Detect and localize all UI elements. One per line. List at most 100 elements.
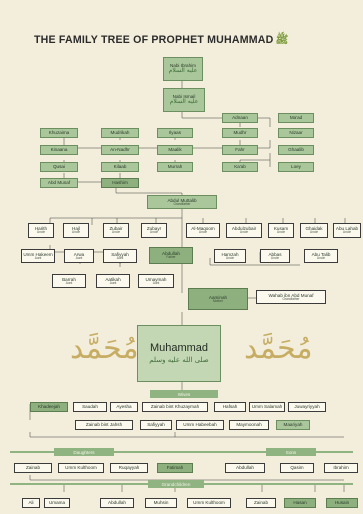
node-label: Safiyyah <box>111 251 129 257</box>
node-wife: Maariyah <box>276 420 310 430</box>
node-mudhr: Mudhr <box>222 128 258 138</box>
calligraphy-right: مُحَمَّد <box>244 331 313 366</box>
band-daughters-sons <box>10 451 353 453</box>
node-mudrikah: Mudrikah <box>101 128 139 138</box>
node-role: Aunt <box>109 280 117 285</box>
node-label: Khadeejah <box>38 404 60 410</box>
node-label: Ilyaas <box>168 130 181 136</box>
node-label: Umm Hakeem <box>23 251 53 257</box>
node-wife: Juwayriyyah <box>288 402 326 412</box>
node-label: Zainab <box>253 500 269 506</box>
node-daughter: Ruqayyah <box>110 463 148 473</box>
node-role: Uncle <box>36 230 46 235</box>
node-son: Ibrahim <box>324 463 358 473</box>
node-label: Mudrikah <box>110 130 130 136</box>
node-label: Abd Munaf <box>47 180 71 186</box>
node-ilyaas: Ilyaas <box>157 128 193 138</box>
node-wife: Khadeejah <box>30 402 68 412</box>
node-label: Nizaar <box>289 130 303 136</box>
node-wife: Umm Habeebah <box>176 420 224 430</box>
node-maalik: Maalik <box>157 145 193 155</box>
node-grandchild: Husain <box>326 498 358 508</box>
node-label: Ghaidak <box>305 226 323 232</box>
node-role: Grandfather <box>173 201 191 206</box>
node-abd-munaf: Abd Munaf <box>40 178 78 188</box>
node-murrah: Murrah <box>157 162 193 172</box>
node-label: Zainab bint Khuzaymah <box>150 404 200 410</box>
node-son: Qasim <box>280 463 314 473</box>
node-role: Aunt <box>75 255 83 260</box>
node-qusai: Qusai <box>40 162 78 172</box>
node-wife: Hafsah <box>214 402 246 412</box>
node-role: Aunt <box>34 255 42 260</box>
node-role: Uncle <box>270 255 280 260</box>
node-adnaan: Adnaan <box>222 113 258 123</box>
node-role: Uncle <box>225 255 235 260</box>
node-label: Kinaana <box>50 147 68 153</box>
node-label: Ruqayyah <box>118 465 140 471</box>
node-abdul-muttalib: Abdul Muttalib Grandfather <box>147 195 217 209</box>
band-label-grandchildren: Grandchildren <box>148 480 204 488</box>
honorific-glyph: ﷺ <box>275 34 289 46</box>
node-daughter: Umm Kulthoom <box>58 463 104 473</box>
node-grandchild: Ali <box>22 498 40 508</box>
node-role: Uncle <box>309 230 319 235</box>
node-label: An-Nadhr <box>110 147 130 153</box>
node-label: Kusam <box>273 226 289 232</box>
node-grandchild: Muhsin <box>145 498 177 508</box>
node-label: Zubair <box>109 226 123 232</box>
node-label: Aatikah <box>105 276 121 282</box>
node-label: Abdullah <box>162 251 180 257</box>
node-label: Muhsin <box>153 500 169 506</box>
node-label: Nabi Ismail <box>172 94 196 100</box>
node-label: Wahab ibn Abd Munaf <box>268 292 314 298</box>
node-daughter: Zainab <box>14 463 52 473</box>
node-wife: Zainab bint Khuzaymah <box>142 402 208 412</box>
node-wife: Umm Salamah <box>249 402 285 412</box>
node-label: Qasim <box>290 465 304 471</box>
node-label: Hashim <box>112 180 128 186</box>
node-label: Khuzaima <box>48 130 70 136</box>
node-label: Hasan <box>293 500 307 506</box>
node-label: Hamzah <box>221 251 239 257</box>
node-label: Abdullah <box>236 465 254 471</box>
node-label: Ayesha <box>116 404 132 410</box>
node-nabi-ismail: Nabi Ismail عليه السلام <box>163 88 205 112</box>
node-label: Qusai <box>52 164 65 170</box>
node-label: Umaymah <box>145 276 167 282</box>
node-label: Muhammad <box>149 342 209 355</box>
node-label: Umama <box>48 500 66 506</box>
node-role: Uncle <box>342 230 352 235</box>
node-hashim: Hashim <box>101 178 139 188</box>
node-role: Grandfather <box>282 296 300 301</box>
node-nabi-ibrahim: Nabi Ibrahim عليه السلام <box>163 57 203 81</box>
node-role: Uncle <box>316 255 326 260</box>
node-role: Uncle <box>111 230 121 235</box>
calligraphy-left: مُحَمَّد <box>70 331 139 366</box>
node-label: Barrah <box>62 276 76 282</box>
node-grandchild: Abdullah <box>100 498 134 508</box>
node-label: Ghaalib <box>288 147 304 153</box>
node-role: Aunt <box>116 255 124 260</box>
node-kaab: Ka'ab <box>222 162 258 172</box>
node-role: Uncle <box>71 230 81 235</box>
node-label: Abu Talib <box>311 251 331 257</box>
node-ghaalib: Ghaalib <box>278 145 314 155</box>
node-son: Abdullah <box>225 463 265 473</box>
node-label: Maariyah <box>283 422 303 428</box>
node-label: Umm Habeebah <box>183 422 217 428</box>
node-label: Abu Lahab <box>335 226 359 232</box>
node-label: Zainab bint Jahsh <box>85 422 123 428</box>
node-label: Aaminah <box>208 294 228 300</box>
